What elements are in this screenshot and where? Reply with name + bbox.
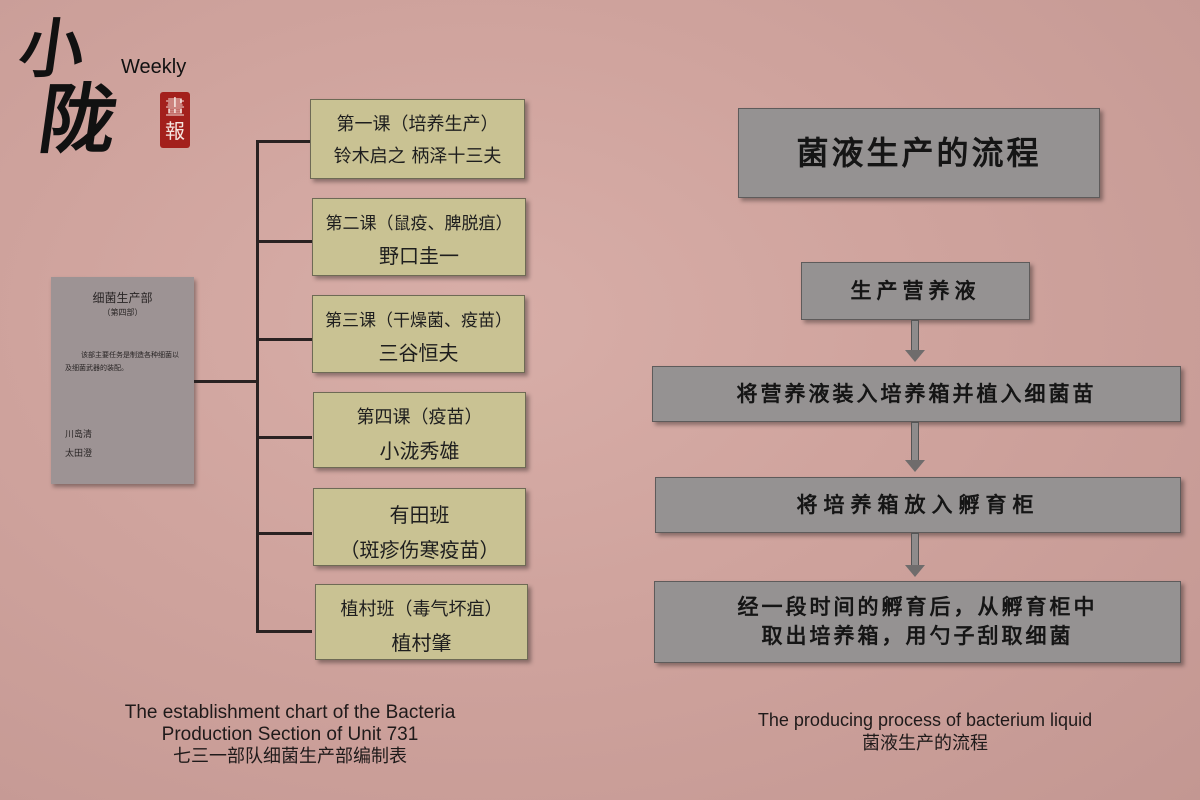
left-caption: The establishment chart of the Bacteria … [60,702,520,768]
section-box-4: 第四课（疫苗） 小泷秀雄 [313,392,526,468]
connector-branch [256,436,312,439]
section-box-1: 第一课（培养生产） 铃木启之 柄泽十三夫 [310,99,525,179]
department-person-2: 太田澄 [65,449,93,459]
section-people: 小泷秀雄 [379,439,460,463]
left-caption-en-2: Production Section of Unit 731 [161,724,419,745]
section-box-5: 有田班 （斑疹伤寒疫苗） [313,488,526,566]
section-name: 有田班 [389,503,450,527]
left-caption-en-1: The establishment chart of the Bacteria [124,702,456,723]
flow-step-3: 将培养箱放入孵育柜 [655,477,1181,533]
flow-step-1: 生产营养液 [801,262,1030,320]
connector-vertical-trunk [256,140,259,632]
arrow-down-icon [905,422,925,478]
arrow-down-icon [905,533,925,583]
flow-step-text-line-2: 取出培养箱，用勺子刮取细菌 [761,624,1074,648]
right-caption-cn: 菌液生产的流程 [862,733,988,754]
left-caption-cn: 七三一部队细菌生产部编制表 [173,746,407,767]
right-caption: The producing process of bacterium liqui… [690,708,1160,756]
logo-character-xiao: 小 [14,12,90,87]
section-people: （斑疹伤寒疫苗） [339,538,500,562]
section-people: 三谷恒夫 [378,341,459,365]
section-name: 第二课（鼠疫、脾脱疽） [325,214,513,234]
flow-step-text: 将营养液装入培养箱并植入细菌苗 [736,382,1097,406]
section-name: 第一课（培养生产） [336,114,499,135]
connector-branch [256,338,312,341]
department-title: 细菌生产部 [92,291,153,305]
flow-title-box: 菌液生产的流程 [738,108,1100,198]
flow-step-2: 将营养液装入培养箱并植入细菌苗 [652,366,1181,422]
logo-character-long: 陇 [33,75,123,164]
logo-weekly-text: Weekly [121,56,187,78]
connector-horizontal-main [194,380,258,383]
flow-step-text: 生产营养液 [850,279,981,303]
flow-title: 菌液生产的流程 [796,134,1042,172]
connector-branch [256,532,312,535]
right-caption-en: The producing process of bacterium liqui… [757,710,1093,730]
arrow-down-icon [905,320,925,368]
department-card: 细菌生产部 （第四部） 该部主要任务是制造各种细菌以及细菌武器的装配。 川岛清 … [51,277,194,484]
connector-branch [256,140,312,143]
section-name: 植村班（毒气坏疽） [340,599,503,620]
flow-step-text-line-1: 经一段时间的孵育后，从孵育柜中 [737,595,1098,619]
flow-step-4: 经一段时间的孵育后，从孵育柜中 取出培养箱，用勺子刮取细菌 [654,581,1181,663]
section-people: 铃木启之 柄泽十三夫 [333,146,502,167]
section-name: 第四课（疫苗） [356,407,483,428]
flow-step-text: 将培养箱放入孵育柜 [796,493,1040,517]
section-box-3: 第三课（干燥菌、疫苗） 三谷恒夫 [312,295,525,373]
section-box-6: 植村班（毒气坏疽） 植村肇 [315,584,528,660]
department-person-1: 川岛清 [65,430,93,440]
department-subtitle: （第四部） [102,308,143,317]
connector-branch [256,240,312,243]
department-description: 该部主要任务是制造各种细菌以及细菌武器的装配。 [65,351,179,372]
section-box-2: 第二课（鼠疫、脾脱疽） 野口圭一 [312,198,526,276]
section-people: 植村肇 [391,631,452,655]
section-people: 野口圭一 [379,244,459,268]
section-name: 第三课（干燥菌、疫苗） [325,311,512,331]
logo-stamp: 畫報 [160,92,190,148]
connector-branch [256,630,312,633]
